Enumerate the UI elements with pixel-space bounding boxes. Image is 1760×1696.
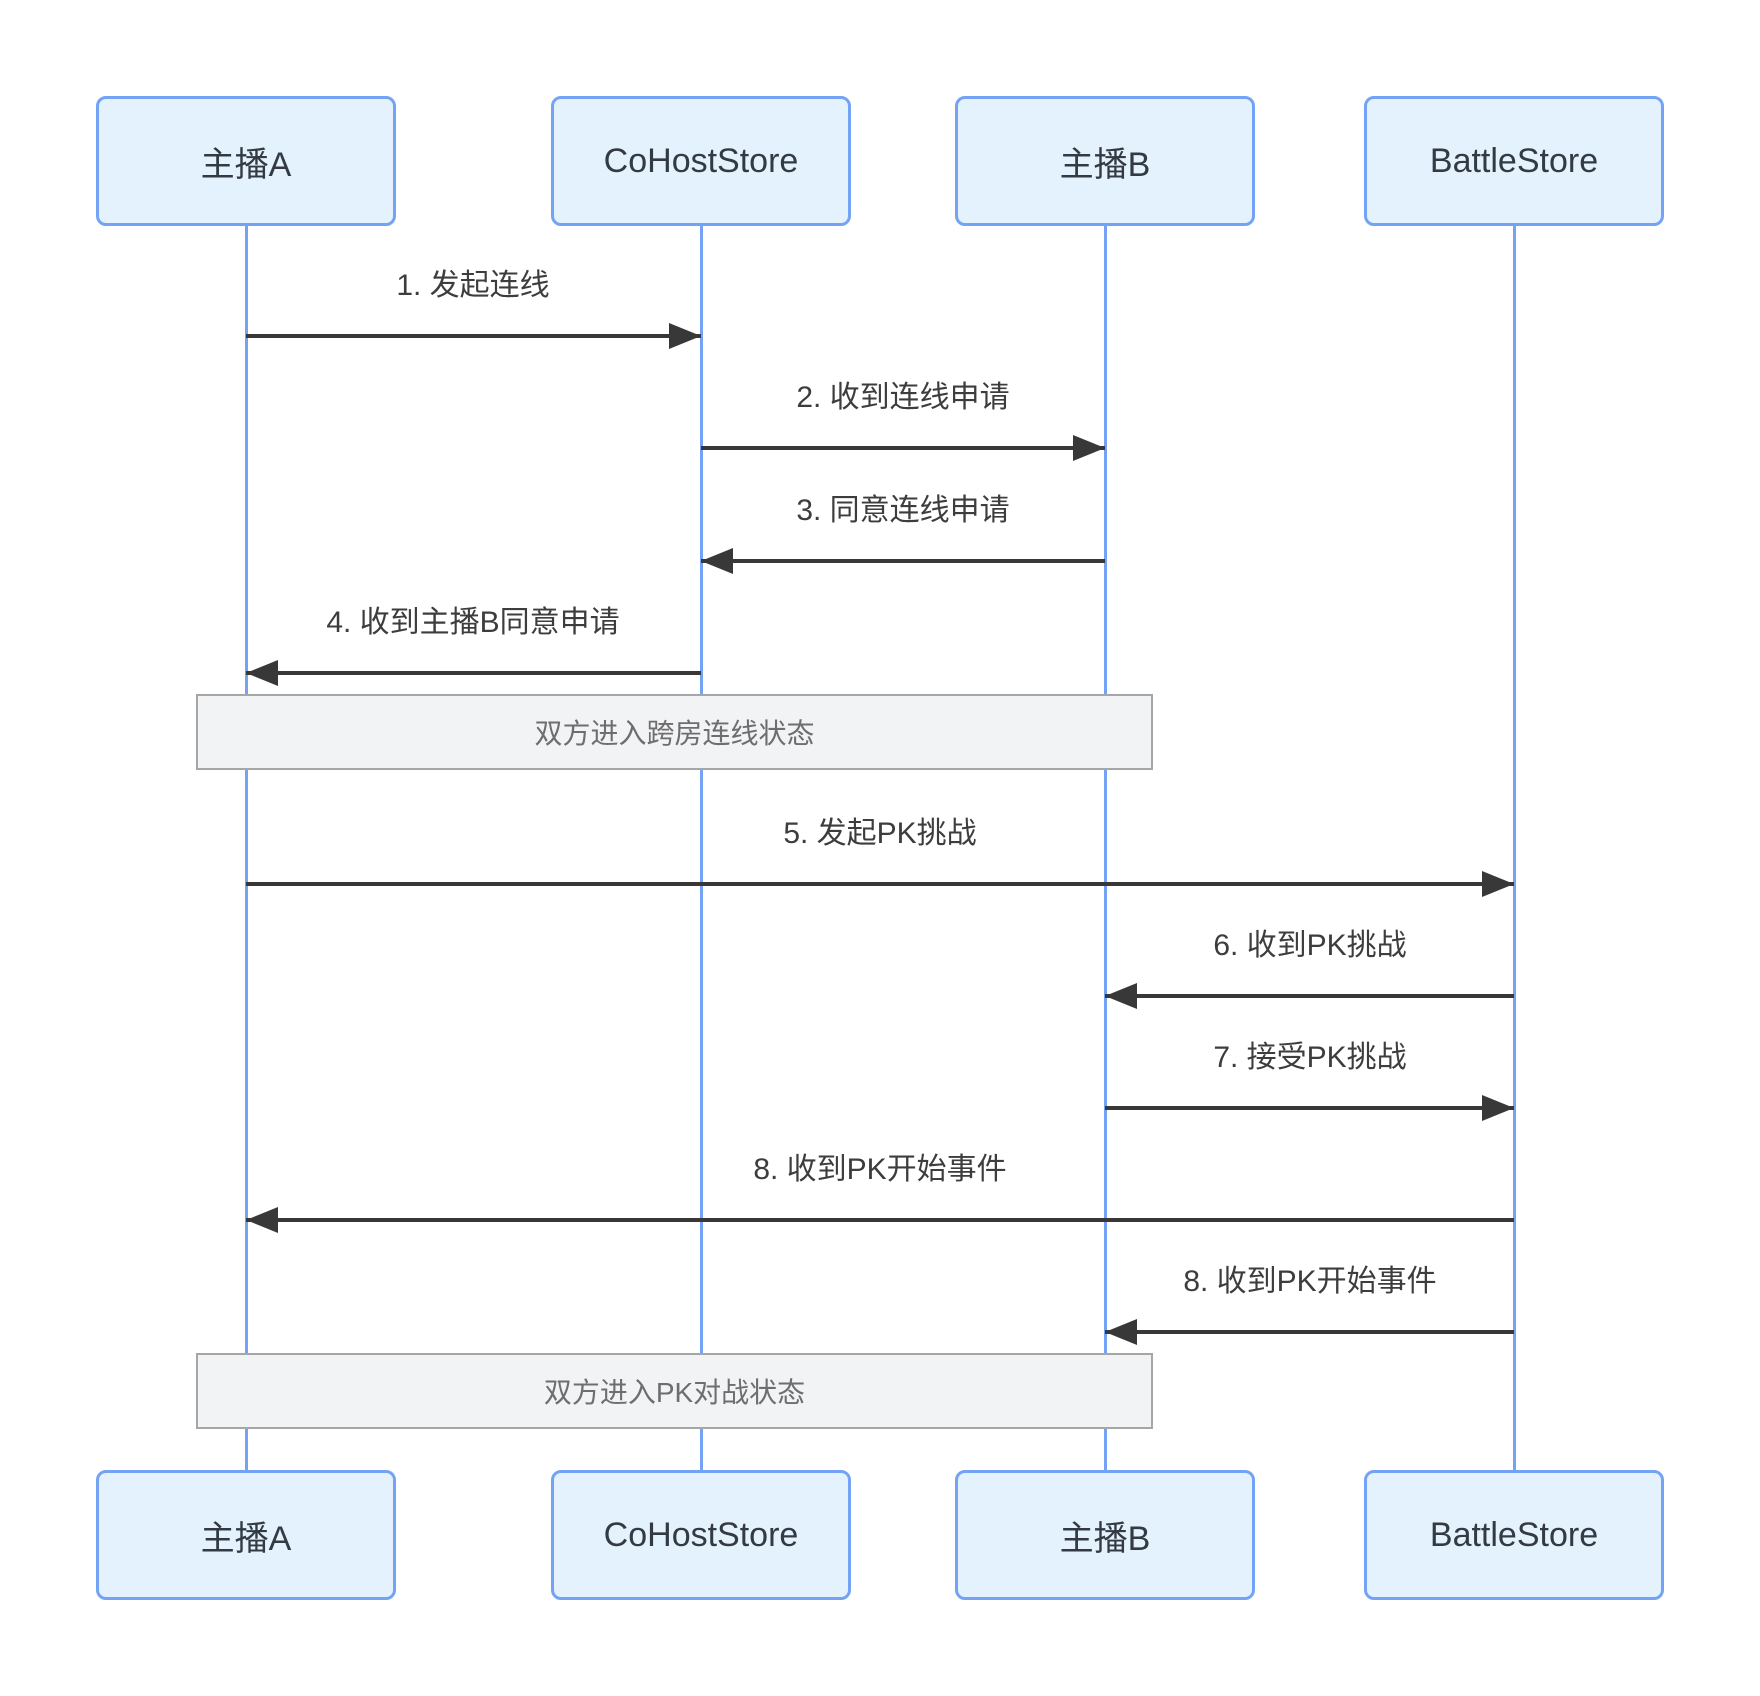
message-3-line (701, 559, 1105, 563)
message-8b-arrowhead-icon (1105, 1319, 1137, 1345)
message-7-line (1105, 1106, 1514, 1110)
message-2-line (701, 446, 1105, 450)
message-8b-line (1105, 1330, 1514, 1334)
message-5-line (246, 882, 1514, 886)
participant-label: BattleStore (1429, 141, 1599, 180)
message-8a-line (246, 1218, 1514, 1222)
message-5-arrowhead-icon (1482, 871, 1514, 897)
message-8a-label: 8. 收到PK开始事件 (753, 1153, 1007, 1186)
participant-top-battle-store: BattleStore (1364, 96, 1664, 226)
message-5-label: 5. 发起PK挑战 (783, 817, 977, 850)
lifeline-host-b (1104, 226, 1107, 1470)
message-6-arrowhead-icon (1105, 983, 1137, 1009)
message-1-label: 1. 发起连线 (396, 269, 550, 302)
message-7-label: 7. 接受PK挑战 (1213, 1041, 1407, 1074)
message-2-label: 2. 收到连线申请 (796, 381, 1010, 414)
participant-label: 主播A (200, 145, 292, 184)
participant-bottom-battle-store: BattleStore (1364, 1470, 1664, 1600)
message-4-line (246, 671, 701, 675)
participant-label: 主播B (1059, 145, 1151, 184)
message-1-arrowhead-icon (669, 323, 701, 349)
message-3-label: 3. 同意连线申请 (796, 494, 1010, 527)
note-text: 双方进入PK对战状态 (543, 1377, 806, 1408)
note-text: 双方进入跨房连线状态 (534, 718, 815, 749)
message-4-arrowhead-icon (246, 660, 278, 686)
message-8a-arrowhead-icon (246, 1207, 278, 1233)
note-cohost-state: 双方进入跨房连线状态 (196, 694, 1153, 770)
participant-label: CoHostStore (603, 1515, 799, 1554)
participant-bottom-cohost-store: CoHostStore (551, 1470, 851, 1600)
lifeline-host-a (245, 226, 248, 1470)
participant-label: BattleStore (1429, 1515, 1599, 1554)
lifeline-cohost-store (700, 226, 703, 1470)
participant-top-host-b: 主播B (955, 96, 1255, 226)
message-2-arrowhead-icon (1073, 435, 1105, 461)
participant-top-cohost-store: CoHostStore (551, 96, 851, 226)
message-3-arrowhead-icon (701, 548, 733, 574)
participant-bottom-host-a: 主播A (96, 1470, 396, 1600)
note-pk-state: 双方进入PK对战状态 (196, 1353, 1153, 1429)
message-1-line (246, 334, 701, 338)
message-6-label: 6. 收到PK挑战 (1213, 929, 1407, 962)
participant-label: 主播B (1059, 1519, 1151, 1558)
lifeline-battle-store (1513, 226, 1516, 1470)
participant-label: 主播A (200, 1519, 292, 1558)
message-8b-label: 8. 收到PK开始事件 (1183, 1265, 1437, 1298)
participant-top-host-a: 主播A (96, 96, 396, 226)
participant-label: CoHostStore (603, 141, 799, 180)
message-7-arrowhead-icon (1482, 1095, 1514, 1121)
participant-bottom-host-b: 主播B (955, 1470, 1255, 1600)
message-4-label: 4. 收到主播B同意申请 (326, 606, 620, 639)
message-6-line (1105, 994, 1514, 998)
